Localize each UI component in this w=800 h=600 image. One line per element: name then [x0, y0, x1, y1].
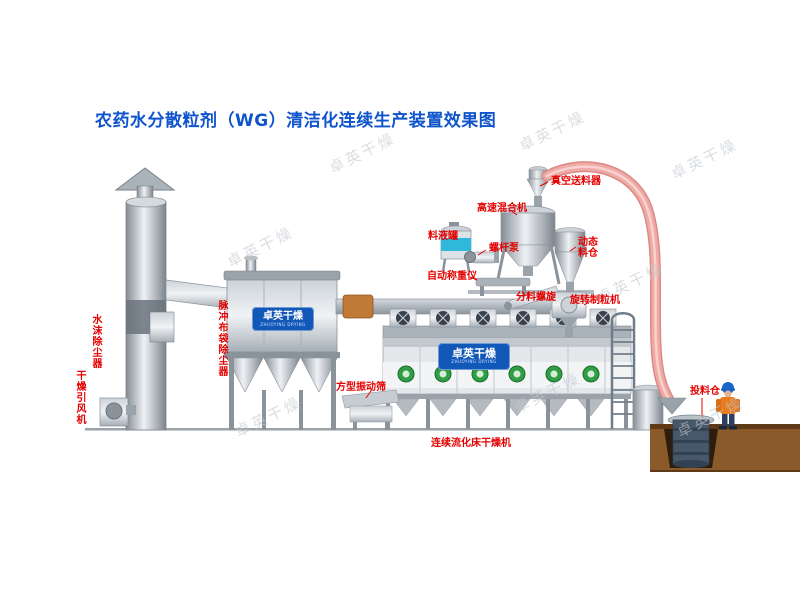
feeding-bin	[657, 397, 715, 468]
brand-subtitle: ZHUOYING DRYING	[260, 321, 306, 327]
pneumatic-conveying-pipe	[541, 161, 678, 412]
page-title: 农药水分散粒剂（WG）清洁化连续生产装置效果图	[95, 111, 497, 131]
brand-name: 卓英干燥	[452, 347, 496, 360]
label-distribution-screw: 分料螺旋	[516, 292, 556, 303]
automatic-weigher	[468, 277, 594, 296]
label-pulse-bag-dust-collector: 脉冲布袋除尘器	[216, 300, 227, 377]
storage-tank	[632, 384, 664, 431]
label-dynamic-silo: 动态料仓	[578, 237, 598, 259]
liquid-tank	[440, 222, 472, 273]
label-continuous-fluid-bed-dryer: 连续流化床干燥机	[431, 438, 511, 449]
ground-line	[85, 428, 657, 431]
brand-plate-bagfilter: 卓英干燥 ZHUOYING DRYING	[252, 307, 314, 331]
label-rotary-granulator: 旋转制粒机	[570, 295, 620, 306]
label-drying-fan: 干燥引风机	[74, 370, 85, 425]
ground-soil	[650, 424, 800, 472]
induced-draft-fan	[99, 397, 136, 427]
label-feeding-bin: 投料仓	[690, 386, 720, 397]
rotary-granulator	[551, 291, 587, 338]
dynamic-silo	[554, 227, 586, 292]
brand-name: 卓英干燥	[263, 310, 303, 322]
label-square-vibrating-sieve: 方型振动筛	[336, 382, 386, 393]
label-vacuum-feeder: 真空送料器	[551, 176, 601, 187]
label-auto-weigher: 自动称重仪	[427, 271, 477, 282]
brand-subtitle: ZHUOYING DRYING	[451, 359, 497, 364]
square-vibrating-sieve	[341, 389, 400, 430]
high-speed-mixer	[495, 205, 561, 285]
dryer-motors	[397, 365, 600, 383]
label-leader-lines	[365, 181, 703, 417]
label-liquid-tank: 料液罐	[428, 231, 458, 242]
vacuum-feeder	[526, 166, 550, 208]
water-mist-dust-collector-tower	[99, 167, 176, 431]
label-screw-pump: 螺杆泵	[489, 243, 519, 254]
brand-plate-dryer: 卓英干燥 ZHUOYING DRYING	[438, 343, 510, 370]
worker-figure	[716, 382, 740, 430]
label-high-speed-mixer: 高速混合机	[477, 203, 527, 214]
label-water-mist-dust-collector: 水沫除尘器	[90, 314, 101, 369]
